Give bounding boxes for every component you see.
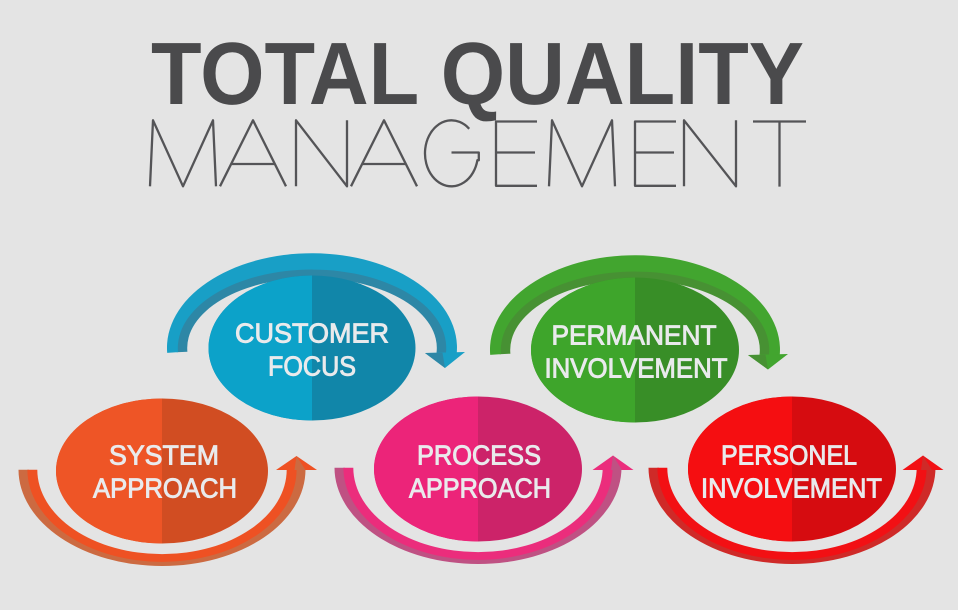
svg-text:APPROACH: APPROACH xyxy=(93,473,237,504)
svg-text:PERMANENT: PERMANENT xyxy=(552,320,717,351)
svg-text:TOTAL QUALITY: TOTAL QUALITY xyxy=(151,24,804,123)
svg-text:CUSTOMER: CUSTOMER xyxy=(235,318,389,349)
svg-text:INVOLVEMENT: INVOLVEMENT xyxy=(701,473,882,504)
svg-text:FOCUS: FOCUS xyxy=(268,351,356,382)
svg-text:SYSTEM: SYSTEM xyxy=(109,440,219,471)
svg-text:PERSONEL: PERSONEL xyxy=(721,440,857,471)
svg-text:INVOLVEMENT: INVOLVEMENT xyxy=(545,353,728,384)
svg-text:PROCESS: PROCESS xyxy=(417,440,541,471)
svg-text:APPROACH: APPROACH xyxy=(409,473,551,504)
